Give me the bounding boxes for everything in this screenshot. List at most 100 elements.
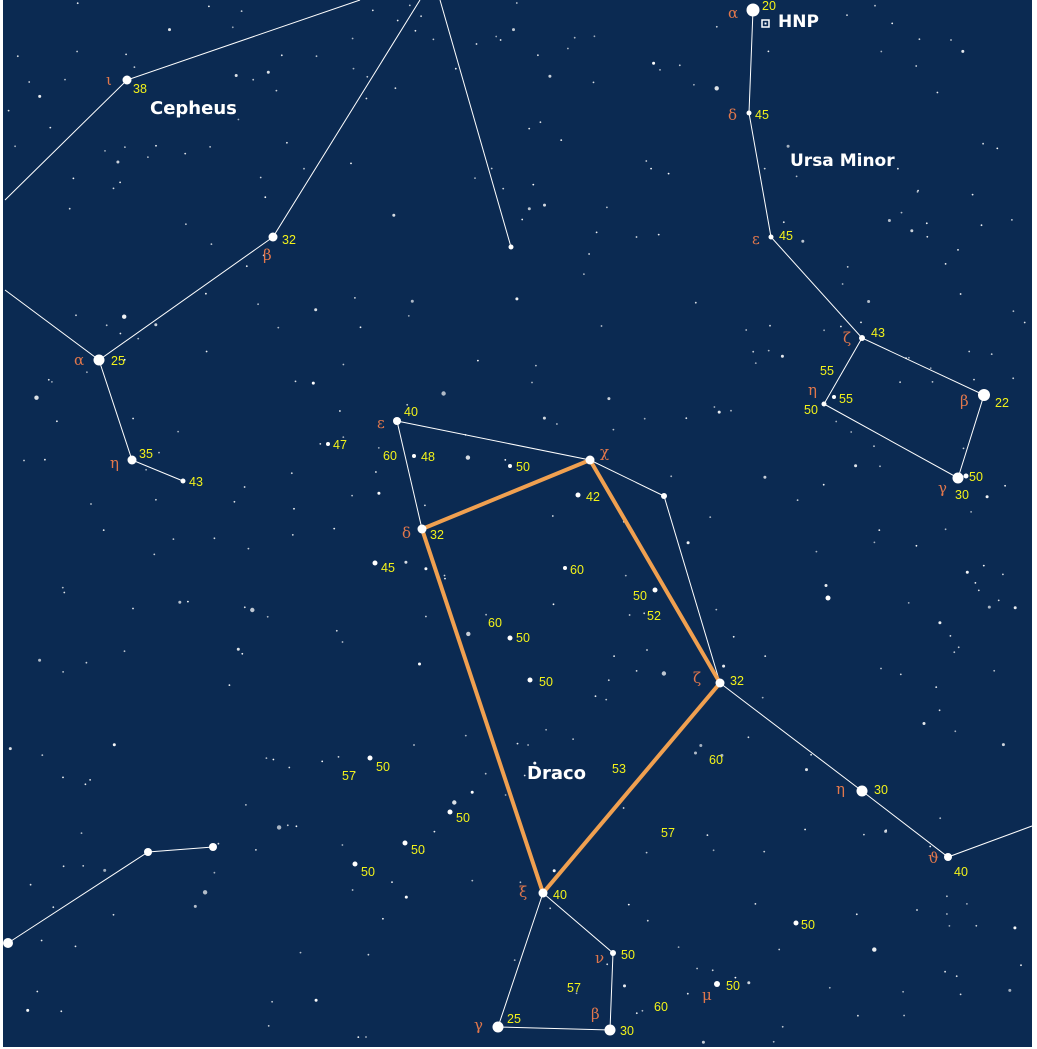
background-star bbox=[61, 586, 64, 589]
background-star bbox=[396, 19, 399, 22]
background-star bbox=[965, 570, 969, 574]
background-star bbox=[824, 584, 828, 587]
background-star bbox=[899, 673, 902, 676]
background-star bbox=[701, 1040, 705, 1044]
background-star bbox=[720, 753, 724, 757]
star bbox=[575, 492, 581, 498]
background-star bbox=[105, 324, 108, 327]
background-star bbox=[754, 362, 757, 364]
background-star bbox=[643, 612, 646, 615]
magnitude-label: 30 bbox=[955, 488, 969, 502]
background-star bbox=[512, 28, 515, 32]
background-star bbox=[342, 436, 345, 438]
background-star bbox=[252, 78, 255, 81]
background-star bbox=[47, 378, 50, 381]
background-star bbox=[406, 403, 409, 406]
background-star bbox=[288, 766, 291, 769]
background-star bbox=[341, 844, 344, 846]
background-star bbox=[612, 428, 615, 431]
background-star bbox=[392, 213, 396, 217]
background-star bbox=[763, 167, 766, 170]
background-star bbox=[62, 776, 64, 779]
background-star bbox=[1001, 743, 1005, 747]
background-star bbox=[422, 850, 425, 853]
background-star bbox=[391, 881, 393, 883]
background-star bbox=[154, 323, 158, 327]
background-star bbox=[635, 1012, 638, 1015]
background-star bbox=[805, 768, 808, 772]
background-star bbox=[202, 890, 208, 895]
background-star bbox=[887, 219, 891, 222]
background-star bbox=[595, 231, 598, 234]
background-star bbox=[413, 744, 415, 746]
background-star bbox=[985, 495, 989, 499]
background-star bbox=[900, 211, 903, 214]
background-star bbox=[377, 491, 381, 495]
greek-label: γ bbox=[938, 479, 947, 497]
background-star bbox=[734, 976, 737, 979]
background-star bbox=[259, 176, 262, 179]
background-star bbox=[946, 895, 948, 898]
constellation-name: Draco bbox=[527, 763, 586, 784]
star bbox=[793, 920, 799, 926]
background-star bbox=[713, 406, 716, 408]
background-star bbox=[68, 207, 71, 210]
background-star bbox=[465, 455, 471, 460]
background-star bbox=[241, 652, 244, 655]
constellation-lines bbox=[4, 0, 1033, 1031]
background-star bbox=[172, 538, 175, 540]
star bbox=[746, 3, 760, 17]
background-star bbox=[365, 1036, 367, 1038]
magnitude-label: 43 bbox=[189, 475, 203, 489]
greek-label: γ bbox=[474, 1016, 483, 1034]
greek-label: β bbox=[591, 1005, 600, 1023]
background-star bbox=[75, 314, 77, 317]
background-star bbox=[980, 224, 983, 227]
magnitude-label: 50 bbox=[621, 948, 635, 962]
background-star bbox=[247, 547, 250, 550]
background-star bbox=[209, 146, 212, 148]
background-star bbox=[89, 779, 91, 781]
background-star bbox=[873, 541, 876, 544]
background-star bbox=[1012, 310, 1015, 313]
background-star bbox=[539, 121, 542, 124]
sky-background bbox=[3, 0, 1032, 1047]
greek-label: χ bbox=[600, 443, 609, 461]
background-star bbox=[678, 64, 681, 67]
named-stars bbox=[3, 3, 990, 1036]
background-star bbox=[319, 443, 322, 445]
greek-label: η bbox=[808, 381, 817, 399]
magnitude-label: 50 bbox=[411, 843, 425, 857]
background-star bbox=[973, 378, 975, 381]
magnitude-label: 22 bbox=[995, 396, 1009, 410]
star bbox=[492, 1021, 504, 1033]
background-star bbox=[551, 515, 554, 517]
background-star bbox=[63, 591, 66, 594]
background-star bbox=[840, 325, 842, 328]
background-star bbox=[730, 409, 732, 412]
background-star bbox=[752, 350, 755, 353]
star bbox=[209, 843, 217, 851]
magnitude-label: 42 bbox=[586, 490, 600, 504]
background-star bbox=[944, 263, 947, 265]
background-star bbox=[732, 635, 735, 638]
magnitude-label: 25 bbox=[507, 1012, 521, 1026]
background-star bbox=[515, 2, 518, 4]
background-star bbox=[26, 1008, 30, 1012]
background-star bbox=[605, 698, 608, 701]
background-star bbox=[1008, 988, 1012, 992]
star bbox=[715, 678, 725, 688]
magnitude-label: 48 bbox=[421, 450, 435, 464]
constellation-name: Ursa Minor bbox=[790, 151, 895, 171]
magnitude-label: 53 bbox=[612, 762, 626, 776]
background-star bbox=[706, 834, 709, 836]
background-star bbox=[962, 447, 965, 450]
ursa-minor-line bbox=[748, 9, 985, 479]
greek-label: δ bbox=[402, 524, 411, 542]
background-star bbox=[104, 150, 106, 152]
background-star bbox=[213, 537, 216, 540]
background-star bbox=[40, 939, 43, 942]
background-star bbox=[485, 613, 487, 616]
background-star bbox=[891, 22, 894, 25]
background-star bbox=[86, 371, 88, 374]
